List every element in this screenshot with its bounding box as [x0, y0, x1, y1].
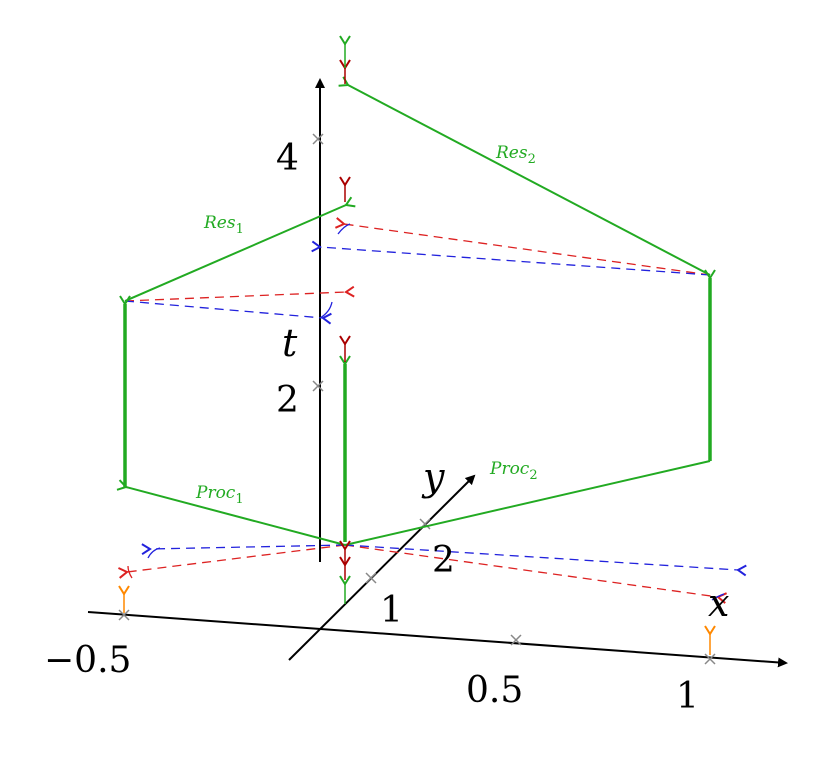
- tick-x-1: [704, 653, 716, 665]
- x-axis: [87, 611, 788, 668]
- proc1-label: Proc1: [195, 483, 244, 507]
- res2-label: Res2: [495, 143, 536, 167]
- blue-dashed-lower-right: [344, 544, 747, 577]
- tick-x-neg05: [118, 609, 130, 621]
- x-tick-label-neg05: −0.5: [44, 640, 131, 681]
- green-paths: [116, 76, 716, 546]
- y-tick-label-2: 2: [432, 540, 455, 581]
- dashed-arrows: [118, 217, 747, 604]
- y-axis: [288, 474, 476, 661]
- x-axis-label: x: [708, 581, 729, 625]
- proc2-label: Proc2: [489, 459, 538, 483]
- tick-labels: −0.5 0.5 1 1 2 2 4: [44, 138, 699, 717]
- res1-label: Res1: [203, 213, 244, 237]
- red-dashed-mid-right: [334, 217, 711, 276]
- red-dashed-mid-left: [124, 285, 355, 302]
- red-dashed-lower-left: [118, 544, 346, 579]
- blue-dashed-mid-left: [124, 300, 332, 325]
- blue-hook-right: [711, 593, 725, 601]
- arrow-hooks: [127, 223, 725, 601]
- t-tick-label-2: 2: [276, 380, 299, 421]
- blue-hook-mid: [319, 301, 333, 319]
- tick-y-1: [365, 572, 377, 584]
- t-tick-label-4: 4: [276, 138, 299, 179]
- red-dashed-lower-right: [344, 544, 728, 604]
- res2-line: [338, 76, 711, 276]
- tick-t-2: [312, 380, 324, 392]
- y-tick-label-1: 1: [380, 590, 403, 631]
- red-hook-left: [127, 565, 133, 579]
- blue-dashed-mid-right: [311, 240, 711, 276]
- blue-hook-upper: [337, 223, 351, 235]
- path-labels: Proc1 Proc2 Res1 Res2: [195, 143, 538, 507]
- axes: [87, 78, 788, 668]
- proc1-line: [116, 479, 346, 546]
- tick-t-4: [312, 133, 324, 145]
- proc2-line: [344, 460, 711, 546]
- y-axis-label: y: [421, 455, 445, 499]
- blue-hook-left: [147, 547, 161, 559]
- t-axis-label: t: [282, 321, 298, 365]
- small-up-arrows: [118, 35, 716, 655]
- tick-x-05: [510, 634, 522, 646]
- x-tick-label-05: 0.5: [466, 670, 523, 711]
- res1-line: [124, 196, 356, 302]
- blue-dashed-lower-left: [141, 543, 346, 555]
- x-tick-label-1: 1: [676, 676, 699, 717]
- axis-labels: x y t: [282, 321, 729, 625]
